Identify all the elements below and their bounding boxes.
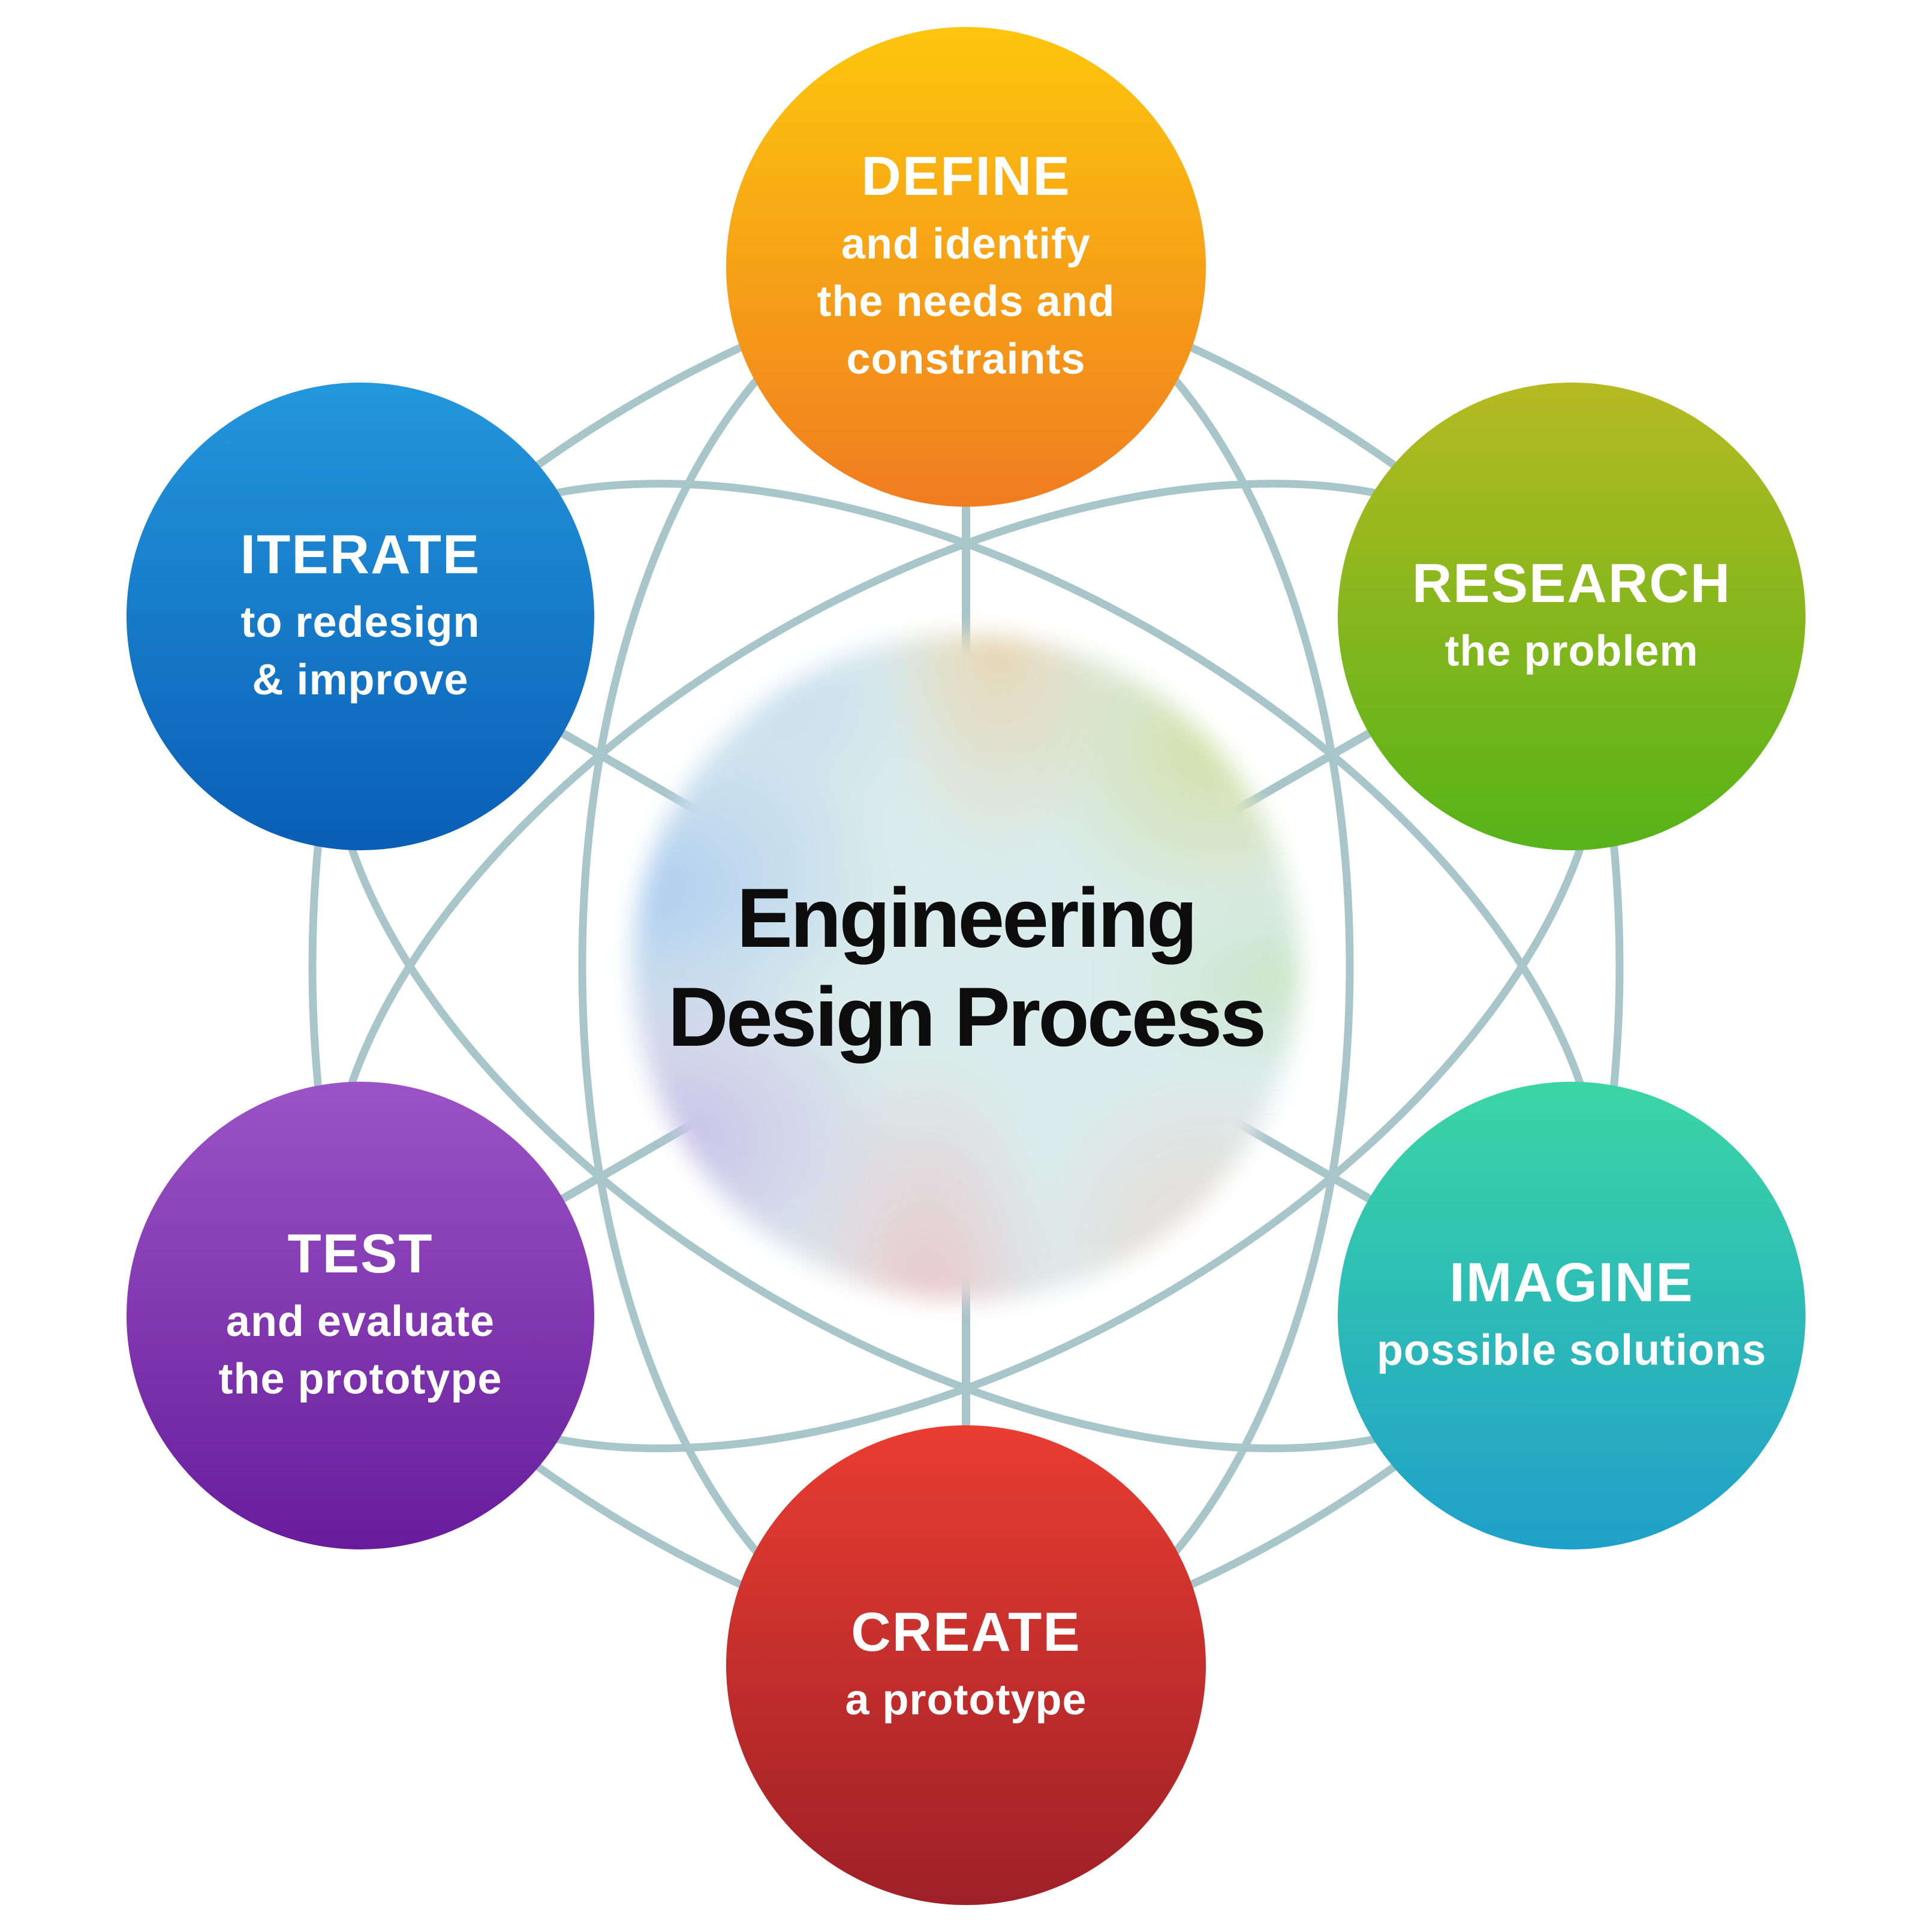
node-iterate-heading: ITERATE <box>240 524 481 586</box>
node-create-subline: a prototype <box>845 1676 1087 1725</box>
node-research-subline: the problem <box>1445 627 1699 676</box>
node-research-heading: RESEARCH <box>1412 553 1732 615</box>
node-define-heading: DEFINE <box>861 146 1071 207</box>
node-imagine: IMAGINE possible solutions <box>1338 1082 1805 1549</box>
center-circle-background <box>633 634 1299 1300</box>
node-iterate-subline: to redesign <box>240 598 480 647</box>
node-define-subline: and identify <box>841 220 1091 269</box>
node-define-subline: the needs and <box>817 278 1115 326</box>
title-line-2: Design Process <box>667 970 1266 1064</box>
diagram-title: Engineering Design Process <box>633 634 1299 1300</box>
node-test-heading: TEST <box>287 1223 434 1285</box>
node-research: RESEARCH the problem <box>1338 383 1805 850</box>
node-imagine-heading: IMAGINE <box>1449 1252 1694 1314</box>
node-iterate: ITERATE to redesign & improve <box>127 383 594 850</box>
node-test: TEST and evaluate the prototype <box>127 1082 594 1549</box>
node-test-subline: and evaluate <box>225 1298 495 1346</box>
node-imagine-subline: possible solutions <box>1376 1326 1767 1375</box>
node-create: CREATE a prototype <box>726 1425 1206 1905</box>
node-iterate-subline: & improve <box>252 655 469 704</box>
node-create-heading: CREATE <box>851 1602 1081 1663</box>
title-line-1: Engineering <box>736 870 1198 965</box>
node-define: DEFINE and identify the needs and constr… <box>726 27 1206 507</box>
node-test-subline: the prototype <box>218 1355 502 1403</box>
node-define-subline: constraints <box>846 335 1086 383</box>
